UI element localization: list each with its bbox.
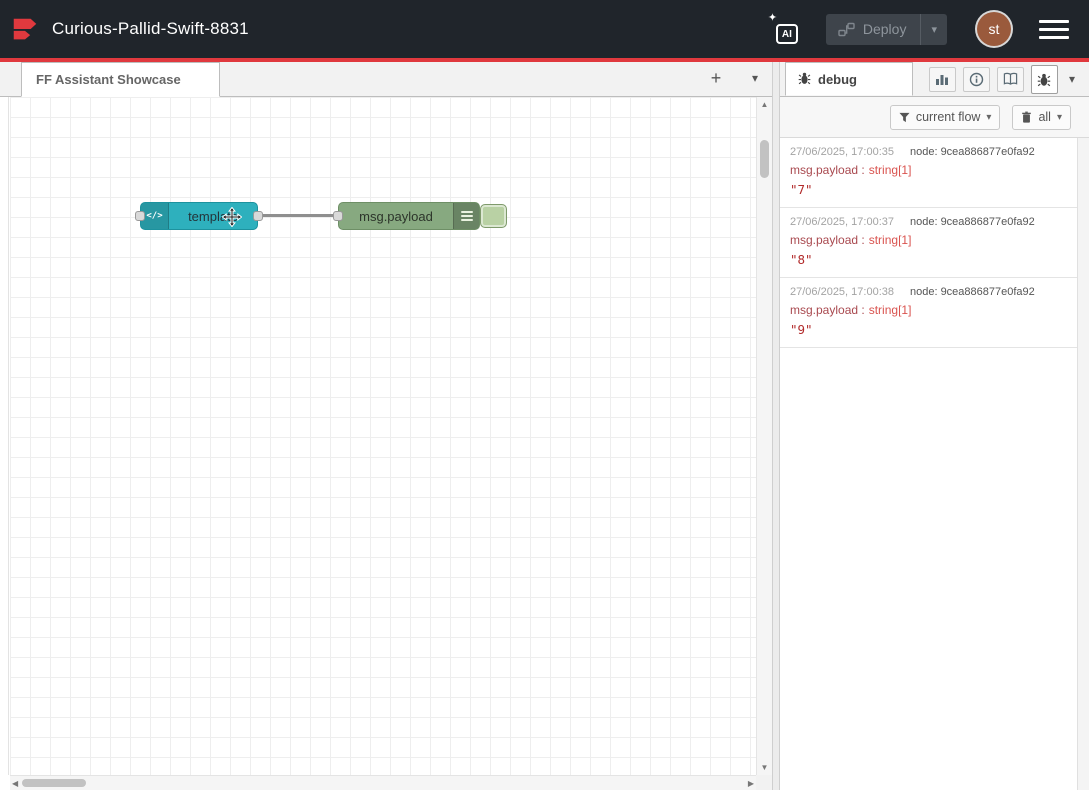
message-value: "7" [790, 182, 813, 197]
app-header: Curious-Pallid-Swift-8831 ✦ AI Deploy ▾ … [0, 0, 1089, 62]
deploy-divider [920, 13, 922, 45]
flowfuse-logo-icon [10, 13, 42, 45]
wire-template-to-debug[interactable] [258, 214, 338, 217]
debug-node-label: msg.payload [359, 208, 433, 224]
add-flow-button[interactable]: + [710, 68, 722, 88]
message-node-id[interactable]: node: 9cea886877e0fa92 [909, 146, 1035, 158]
message-type: string[1] [868, 233, 912, 247]
message-node-id[interactable]: node: 9cea886877e0fa92 [909, 216, 1035, 228]
workspace: FF Assistant Showcase + ▾ </> template m… [0, 62, 772, 790]
debug-message: 27/06/2025, 17:00:35 node: 9cea886877e0f… [780, 138, 1077, 208]
dashboard-chart-button[interactable] [928, 66, 956, 92]
debug-toggle-button[interactable] [480, 204, 507, 228]
info-icon [969, 72, 984, 86]
code-icon: </> [141, 203, 169, 229]
chevron-down-icon: ▾ [986, 111, 992, 123]
message-path: msg.payload : [790, 233, 865, 247]
debug-sidebar-button[interactable] [1030, 64, 1058, 94]
message-timestamp: 27/06/2025, 17:00:37 [790, 216, 894, 228]
chevron-down-icon: ▾ [1056, 111, 1062, 123]
sidebar-scrollbar [1077, 138, 1089, 790]
message-timestamp: 27/06/2025, 17:00:38 [790, 286, 894, 298]
template-node-label: template [188, 208, 238, 224]
message-value: "8" [790, 252, 813, 267]
debug-node[interactable]: msg.payload [338, 202, 480, 230]
debug-message: 27/06/2025, 17:00:38 node: 9cea886877e0f… [780, 278, 1077, 348]
clear-messages-button[interactable]: all ▾ [1012, 104, 1071, 130]
template-input-port[interactable] [135, 211, 145, 221]
deploy-button[interactable]: Deploy ▾ [825, 13, 947, 45]
tab-debug[interactable]: debug [785, 62, 913, 96]
bar-chart-icon [936, 74, 949, 85]
filter-flow-label: current flow [915, 110, 981, 124]
help-docs-button[interactable] [996, 66, 1024, 92]
vertical-scrollbar-thumb[interactable] [760, 140, 769, 178]
debug-list-icon [453, 203, 479, 229]
trash-icon [1022, 111, 1032, 123]
debug-input-port[interactable] [333, 211, 343, 221]
message-timestamp: 27/06/2025, 17:00:35 [790, 146, 894, 158]
deploy-options-chevron-icon[interactable]: ▾ [931, 23, 937, 36]
debug-toolbar: current flow ▾ all ▾ [780, 97, 1089, 138]
clear-all-label: all [1038, 110, 1051, 124]
template-output-port[interactable] [253, 211, 263, 221]
bug-icon [798, 71, 811, 88]
funnel-icon [899, 112, 910, 122]
canvas-vertical-scrollbar: ▲ ▼ [756, 97, 772, 775]
ai-assistant-button[interactable]: ✦ AI [767, 12, 800, 44]
message-path: msg.payload : [790, 303, 865, 317]
user-avatar[interactable]: st [977, 12, 1011, 46]
flow-tab-label: FF Assistant Showcase [36, 72, 181, 87]
scroll-right-arrow-icon[interactable]: ▶ [747, 779, 754, 788]
canvas-horizontal-scrollbar: ◀ ▶ [10, 775, 756, 790]
main-menu-button[interactable] [1039, 15, 1069, 44]
message-type: string[1] [868, 303, 912, 317]
sparkle-icon: ✦ [767, 12, 778, 24]
ai-icon: AI [775, 24, 798, 44]
message-type: string[1] [868, 163, 912, 177]
scroll-left-arrow-icon[interactable]: ◀ [12, 779, 19, 788]
sidebar-splitter[interactable] [772, 62, 780, 790]
move-cursor-icon [221, 206, 243, 228]
tab-ff-assistant-showcase[interactable]: FF Assistant Showcase [21, 62, 220, 97]
canvas-area: </> template msg.payload [0, 97, 772, 790]
scrollbar-corner [756, 775, 772, 790]
sidebar-tabs-chevron-icon[interactable]: ▾ [1068, 72, 1075, 86]
message-path: msg.payload : [790, 163, 865, 177]
debug-message-list: 27/06/2025, 17:00:35 node: 9cea886877e0f… [780, 138, 1077, 790]
message-value: "9" [790, 322, 813, 337]
sidebar-tabbar: debug [780, 62, 1089, 97]
deploy-icon [826, 22, 863, 37]
sidebar: debug [780, 62, 1089, 790]
message-property-row: msg.payload :string[1] [790, 233, 1067, 247]
debug-tab-label: debug [818, 71, 857, 87]
instance-title: Curious-Pallid-Swift-8831 [52, 19, 249, 38]
debug-message: 27/06/2025, 17:00:37 node: 9cea886877e0f… [780, 208, 1077, 278]
flow-tabbar: FF Assistant Showcase + ▾ [0, 62, 772, 97]
sidebar-tab-icons: ▾ [928, 64, 1089, 94]
filter-current-flow-button[interactable]: current flow ▾ [889, 104, 1001, 130]
book-icon [1003, 72, 1018, 85]
palette-strip [0, 97, 9, 775]
bug-icon [1038, 73, 1051, 86]
message-node-id[interactable]: node: 9cea886877e0fa92 [909, 286, 1035, 298]
horizontal-scrollbar-thumb[interactable] [22, 779, 86, 787]
scroll-down-arrow-icon[interactable]: ▼ [760, 763, 769, 772]
message-property-row: msg.payload :string[1] [790, 303, 1067, 317]
flow-canvas[interactable]: </> template msg.payload [10, 97, 756, 775]
info-button[interactable] [962, 66, 990, 92]
hamburger-icon [1039, 19, 1069, 23]
scroll-up-arrow-icon[interactable]: ▲ [760, 100, 769, 109]
message-property-row: msg.payload :string[1] [790, 163, 1067, 177]
flow-list-chevron-icon[interactable]: ▾ [751, 71, 758, 85]
deploy-label: Deploy [862, 21, 907, 37]
